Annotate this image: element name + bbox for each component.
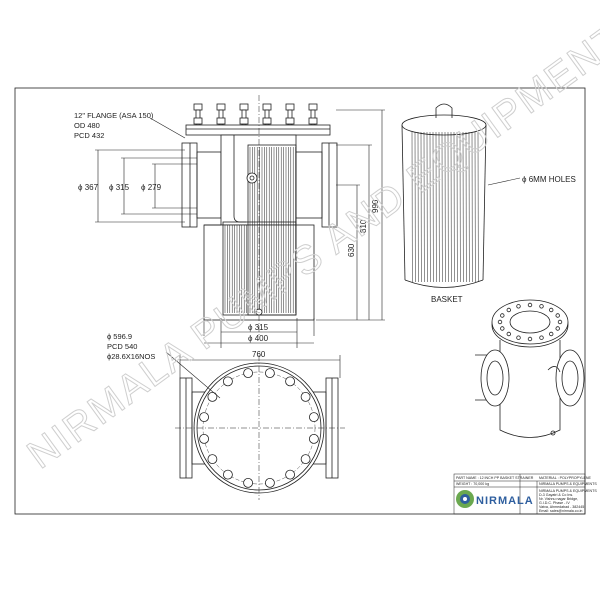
plan-bolt-holes [199,368,319,488]
bolt-hole [207,391,218,402]
bolt-hole [264,368,275,379]
address-line-3: Nr. Vishnu nagar Bridge, [539,497,578,501]
od-label: OD 480 [74,121,100,130]
iso-bolt [497,319,503,325]
dim-phi-367: ϕ 367 [78,183,99,192]
front-section-view [181,95,338,335]
bolt-head [262,103,272,111]
plan-view [165,351,345,500]
iso-bolt [549,307,554,313]
dim-phi-400: ϕ 400 [248,334,269,343]
bolt-head [193,103,203,111]
dim-630: 630 [347,243,356,257]
dim-phi-279: ϕ 279 [141,183,162,192]
iso-bolts [497,302,563,342]
left-dimensions [95,117,197,223]
iso-bolt [506,307,511,313]
bolt-hole [308,412,319,423]
iso-bolt [555,326,560,331]
right-dimensions [316,109,385,321]
basket-drawing [401,103,521,288]
basket-handle [246,172,258,184]
bolt-hole [300,391,311,402]
bolt-hole [308,433,319,444]
drawing-frame [14,87,586,515]
address-line-4: G.I.D.C. Phase - IV [539,501,570,505]
iso-bolt [516,304,521,309]
bolt-hole [285,469,296,480]
iso-bolt [500,313,505,318]
bolt-hole [199,412,210,423]
iso-bolt [500,326,505,331]
logo-text: NIRMALA [476,495,534,507]
inlet-flange [181,142,198,228]
iso-bolt [506,331,511,337]
bolt-head [285,103,295,111]
flange-spec-label: 12" FLANGE (ASA 150) [74,111,154,120]
title-block [453,473,586,515]
company-name: NIRMALA PUMPS & EQUIPMENTS [539,482,597,486]
address-line-2: D-3 Gayatri & Co Ins. [539,493,573,497]
dim-810: 810 [359,219,368,233]
bolt-head [216,103,226,111]
bolt-holes-label: ϕ28.6X16NOS [107,352,155,361]
pcd-top-label: PCD 432 [74,131,104,140]
company-logo [456,490,474,508]
dim-phi-596-9: ϕ 596.9 [107,332,132,341]
bolt-hole [199,433,210,444]
basket-label: BASKET [431,295,463,304]
dim-phi-315-left: ϕ 315 [109,183,130,192]
iso-bolt [555,313,560,318]
bolt-hole [300,454,311,465]
top-bolt-row [193,103,318,126]
iso-bolt [557,319,563,325]
iso-bolt [539,335,544,340]
iso-bolt [539,304,544,309]
material: MATERIAL : POLYPROPYLENE [539,476,591,480]
bolt-head [239,103,249,111]
dim-760: 760 [252,350,266,359]
isometric-view [475,299,585,438]
iso-bolt [527,302,533,308]
weight: WEIGHT : 70,000 kg [456,482,489,486]
address-line-6: Email: sales@nirmala.co.in [539,509,582,513]
address-line-5: Vatva, Ahmedabad - 382445 [539,505,584,509]
dim-990: 990 [371,199,380,213]
bottom-dimensions [203,318,315,348]
bolt-hole [207,454,218,465]
holes-label: ϕ 6MM HOLES [522,175,576,184]
bolt-hole [243,368,254,379]
bolt-hole [222,376,233,387]
strainer-body-upper [220,134,297,226]
part-name: PART NAME : 12 INCH PP BASKET STRAINER [456,476,534,480]
iso-bolt [516,335,521,340]
iso-bolt [549,331,554,337]
bolt-head [308,103,318,111]
iso-bolt [527,336,533,342]
bolt-hole [222,469,233,480]
bolt-hole [285,376,296,387]
address-line-1: NIRMALA PUMPS & EQUIPMENTS [539,489,597,493]
bolt-hole [243,477,254,488]
bolt-hole [264,477,275,488]
top-cover-flange [185,124,331,136]
pcd-540-label: PCD 540 [107,342,137,351]
dim-phi-315-bottom: ϕ 315 [248,323,269,332]
basket-perforations [411,131,479,283]
